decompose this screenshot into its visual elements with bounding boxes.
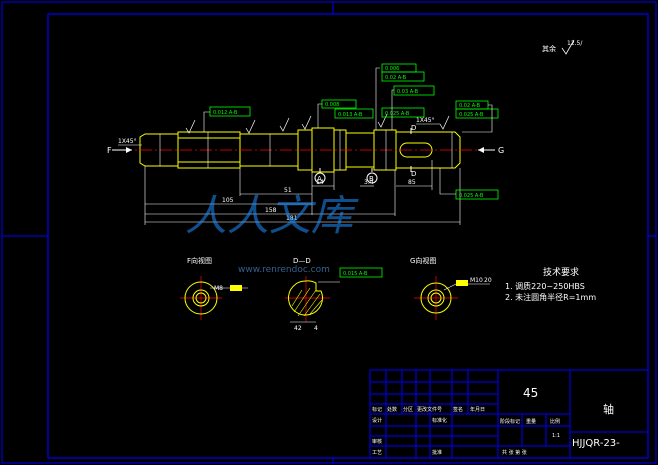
tol-frame-2: 0.008: [325, 102, 339, 108]
tol-frame-7: 0.025 A-B: [385, 111, 410, 117]
tb-weight: 重量: [526, 418, 536, 425]
title-block: [369, 369, 649, 459]
tech-req-title: 技术要求: [543, 266, 579, 278]
view-d-dim-4: 4: [314, 325, 318, 332]
watermark-cn: 人人文库: [185, 191, 359, 240]
tolerance-frames: [209, 63, 499, 200]
view-f-drawing: [180, 276, 248, 320]
watermark: 人人文库 www.renrendoc.com: [185, 191, 359, 275]
section-mark-d-bottom: D: [411, 170, 416, 178]
view-g-title: G向视图: [410, 256, 436, 265]
roughness-note-value: 12.5/: [567, 40, 583, 47]
tol-frame-4: 0.006: [385, 66, 399, 72]
roughness-symbol: [561, 39, 575, 55]
tb-sheet: 共 张 第 张: [502, 449, 527, 456]
tolerance-leaders: [203, 67, 493, 195]
tol-frame-8: 0.02 A-B: [459, 103, 481, 109]
tech-req-line-1: 1. 调质220~250HBS: [505, 281, 585, 291]
tb-header-mark: 标记: [372, 406, 382, 413]
dim-14: 14: [316, 179, 324, 186]
view-f-title: F向视图: [187, 256, 212, 265]
part-name: 轴: [603, 402, 614, 416]
view-d-tolerance: 0.015 A-B: [343, 271, 368, 277]
tol-frame-1: 0.012 A-B: [213, 110, 238, 116]
view-f-dim: M8: [214, 285, 223, 292]
tol-frame-9: 0.025 A-B: [459, 112, 484, 118]
roughness-marks: [185, 113, 450, 134]
drawing-number: HJJQR-23-: [572, 438, 620, 449]
tb-row-review: 审核: [372, 438, 382, 445]
datum-b-circle: [366, 172, 378, 184]
view-g-dim: M10: [470, 277, 483, 284]
tb-header-change: 更改文件号: [417, 406, 442, 413]
tb-scale-value: 1:1: [552, 433, 560, 439]
dim-85: 85: [408, 179, 416, 186]
chamfer-left-label: 1X45°: [118, 138, 137, 145]
diameter-callouts: [159, 130, 453, 170]
tb-stage-mark: 阶段标记: [500, 418, 520, 425]
arrow-head-g: [478, 147, 484, 153]
tol-frame-10: 0.025 A-B: [459, 193, 484, 199]
section-mark-d-top: D: [411, 124, 416, 132]
dimension-lines: [144, 160, 461, 225]
tb-header-count: 处数: [387, 406, 397, 413]
section-label-g: G: [498, 146, 504, 155]
dim-158: 158: [265, 207, 277, 214]
dim-3-4: 3.4: [364, 179, 374, 186]
datum-b-label: B: [369, 175, 374, 183]
tb-row-design: 设计: [372, 417, 382, 424]
tb-row-approve: 批准: [432, 449, 442, 456]
dim-51: 51: [284, 187, 292, 194]
tb-scale-label: 比例: [550, 418, 560, 425]
tol-frame-5: 0.02 A-B: [385, 75, 407, 81]
tb-header-date: 年月日: [470, 406, 485, 413]
tb-header-sign: 签名: [453, 406, 463, 413]
dim-181: 181: [286, 215, 298, 222]
material-label: 45: [523, 386, 538, 400]
tb-header-zone: 分区: [403, 406, 413, 413]
view-d-title: D—D: [293, 257, 311, 265]
tech-req-line-2: 2. 未注圆角半径R=1mm: [505, 292, 596, 302]
view-d-dim-42: 42: [294, 325, 302, 332]
view-g-dim2: 20: [484, 277, 492, 284]
tb-row-process: 工艺: [372, 450, 382, 456]
chamfer-right-label: 1X45°: [416, 117, 435, 124]
view-d-drawing: [285, 267, 383, 323]
roughness-note-label: 其余: [542, 44, 556, 53]
arrow-head-f: [126, 147, 132, 153]
section-label-f: F: [107, 146, 112, 155]
tol-frame-6: 0.03 A-B: [397, 89, 419, 95]
datum-a-label: A: [317, 175, 322, 183]
tol-frame-3: 0.013 A-B: [338, 112, 363, 118]
view-g-drawing: [414, 276, 490, 320]
watermark-url: www.renrendoc.com: [238, 265, 330, 275]
tb-row-standard: 标准化: [432, 417, 447, 424]
datum-a-circle: [314, 172, 326, 184]
dim-105: 105: [222, 197, 234, 204]
